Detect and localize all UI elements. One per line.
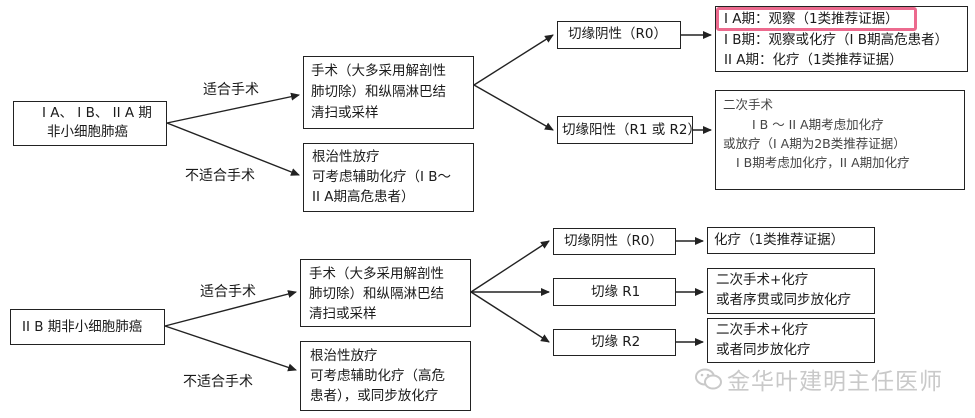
top-r12-result-line3: 或放疗（I A期为2B类推荐证据） xyxy=(723,136,906,151)
top-r0-result-line2: I B期：观察或化疗（I B期高危患者） xyxy=(724,32,949,48)
arrow-top-surgery-to-r12 xyxy=(473,84,554,131)
top-start-line1: I A、 I B、 II A 期 xyxy=(42,105,152,121)
bottom-radio-node xyxy=(300,341,471,411)
top-r0-result-node xyxy=(715,6,968,72)
bottom-edge-no-surgery-label: 不适合手术 xyxy=(183,374,253,390)
top-surgery-line1: 手术（大多采用解剖性 xyxy=(311,63,446,79)
top-edge-no-surgery-label: 不适合手术 xyxy=(185,168,255,184)
top-radio-line1: 根治性放疗 xyxy=(312,149,380,165)
top-start-line2: 非小细胞肺癌 xyxy=(47,124,128,140)
bottom-edge-surgery-label: 适合手术 xyxy=(200,284,256,300)
bottom-surgery-line1: 手术（大多采用解剖性 xyxy=(309,266,444,282)
highlight-frame xyxy=(716,7,917,31)
top-r0-node xyxy=(557,21,681,49)
top-r12-result-line2: I B ～ II A期考虑加化疗 xyxy=(752,117,884,132)
arrow-bottom-to-surgery xyxy=(164,290,297,327)
top-r0-label: 切缘阴性（R0） xyxy=(568,26,667,42)
bottom-r1-result-line1: 二次手术+化疗 xyxy=(716,272,809,288)
bottom-r0-label: 切缘阴性（R0） xyxy=(564,233,663,249)
arrow-top-to-radio xyxy=(166,122,300,176)
bottom-r0-result-node xyxy=(707,227,875,254)
bottom-r1-result-line2: 或者序贯或同步放化疗 xyxy=(716,292,851,308)
watermark-text: 金华叶建明主任医师 xyxy=(727,369,943,395)
bottom-r0-node xyxy=(553,228,676,255)
top-r0-result-line3: II A期：化疗（1类推荐证据） xyxy=(724,52,903,68)
arrow-bottom-surgery-to-r0 xyxy=(470,240,550,293)
bottom-radio-line2: 可考虑辅助化疗（高危 xyxy=(310,368,445,384)
bottom-r1-result-node xyxy=(707,268,875,314)
arrow-bottom-surgery-to-r2 xyxy=(470,291,550,343)
top-r12-result-line4: I B期考虑加化疗，II A期加化疗 xyxy=(736,155,910,170)
top-radio-line3: II A期高危患者） xyxy=(312,189,415,205)
arrow-top-to-surgery xyxy=(166,92,300,124)
bottom-surgery-line3: 清扫或采样 xyxy=(309,306,377,322)
top-surgery-node xyxy=(303,56,474,129)
bottom-r2-result-node xyxy=(707,318,875,363)
bottom-r2-result-line1: 二次手术+化疗 xyxy=(716,322,809,338)
bottom-start-node xyxy=(10,309,165,345)
bottom-surgery-node xyxy=(300,259,471,327)
top-radio-node xyxy=(303,143,474,212)
top-surgery-line3: 清扫或采样 xyxy=(311,105,379,121)
top-r12-result-line1: 二次手术 xyxy=(723,97,774,112)
arrow-top-surgery-to-r0 xyxy=(473,34,554,86)
bottom-r1-label: 切缘 R1 xyxy=(591,284,641,300)
arrow-bottom-to-radio xyxy=(164,325,297,372)
bottom-r1-node xyxy=(553,278,676,306)
wechat-icon xyxy=(695,368,722,390)
bottom-r2-result-line2: 或者同步放化疗 xyxy=(716,342,811,358)
top-r12-result-node xyxy=(715,90,965,190)
bottom-start-label: II B 期非小细胞肺癌 xyxy=(22,319,143,335)
bottom-r0-result-label: 化疗（1类推荐证据） xyxy=(714,232,845,248)
top-r12-label: 切缘阳性（R1 或 R2） xyxy=(562,122,702,138)
bottom-r2-node xyxy=(553,329,676,356)
top-surgery-line2: 肺切除）和纵隔淋巴结 xyxy=(311,84,446,100)
bottom-surgery-line2: 肺切除）和纵隔淋巴结 xyxy=(309,286,444,302)
top-start-node xyxy=(13,101,167,146)
top-r12-node xyxy=(557,116,693,144)
bottom-radio-line1: 根治性放疗 xyxy=(310,348,378,364)
top-edge-surgery-label: 适合手术 xyxy=(203,82,259,98)
top-r0-result-line1: I A期：观察（1类推荐证据） xyxy=(724,11,899,27)
top-radio-line2: 可考虑辅助化疗（I B～ xyxy=(312,169,452,185)
bottom-radio-line3: 患者），或同步放化疗 xyxy=(310,388,439,404)
bottom-r2-label: 切缘 R2 xyxy=(591,334,641,350)
